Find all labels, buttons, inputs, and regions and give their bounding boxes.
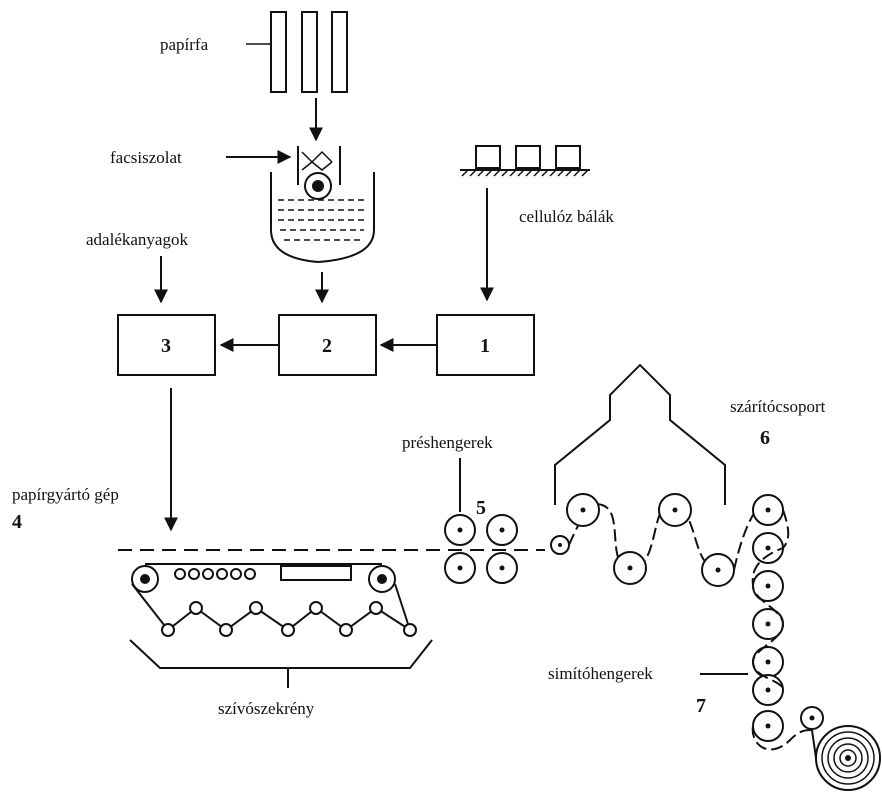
number-6: 6 [760, 427, 770, 449]
label-szaritocsoport: szárítócsoport [730, 397, 826, 416]
label-adalekanyagok: adalékanyagok [86, 230, 188, 249]
calender-rolls [751, 706, 824, 751]
dryer-hood [554, 363, 726, 505]
suction-box-bracket [129, 639, 433, 688]
process-box-3: 3 [117, 314, 216, 376]
dryer-section [550, 493, 790, 706]
cellulose-bales [460, 145, 590, 177]
number-7: 7 [696, 695, 706, 717]
box-1-number: 1 [480, 335, 490, 357]
box-3-number: 3 [161, 335, 171, 357]
label-simitohengerek: simítóhengerek [548, 664, 653, 683]
box-2-number: 2 [322, 335, 332, 357]
process-box-1: 1 [436, 314, 535, 376]
label-papirfa: papírfa [160, 35, 209, 54]
label-cellulozbalak: cellulóz bálák [519, 207, 614, 226]
process-box-2: 2 [278, 314, 377, 376]
number-5: 5 [476, 497, 486, 519]
paper-reel [811, 725, 881, 791]
paper-logs [246, 11, 348, 93]
label-preshengerek: préshengerek [402, 433, 493, 452]
label-facsiszolat: facsiszolat [110, 148, 182, 167]
press-rolls [444, 514, 518, 584]
wire-section [131, 563, 417, 637]
label-szivoszekreny: szívószekrény [218, 699, 315, 718]
label-papirgyartogep: papírgyártó gép [12, 485, 119, 504]
grinder-vat [270, 146, 375, 264]
number-4: 4 [12, 511, 22, 533]
